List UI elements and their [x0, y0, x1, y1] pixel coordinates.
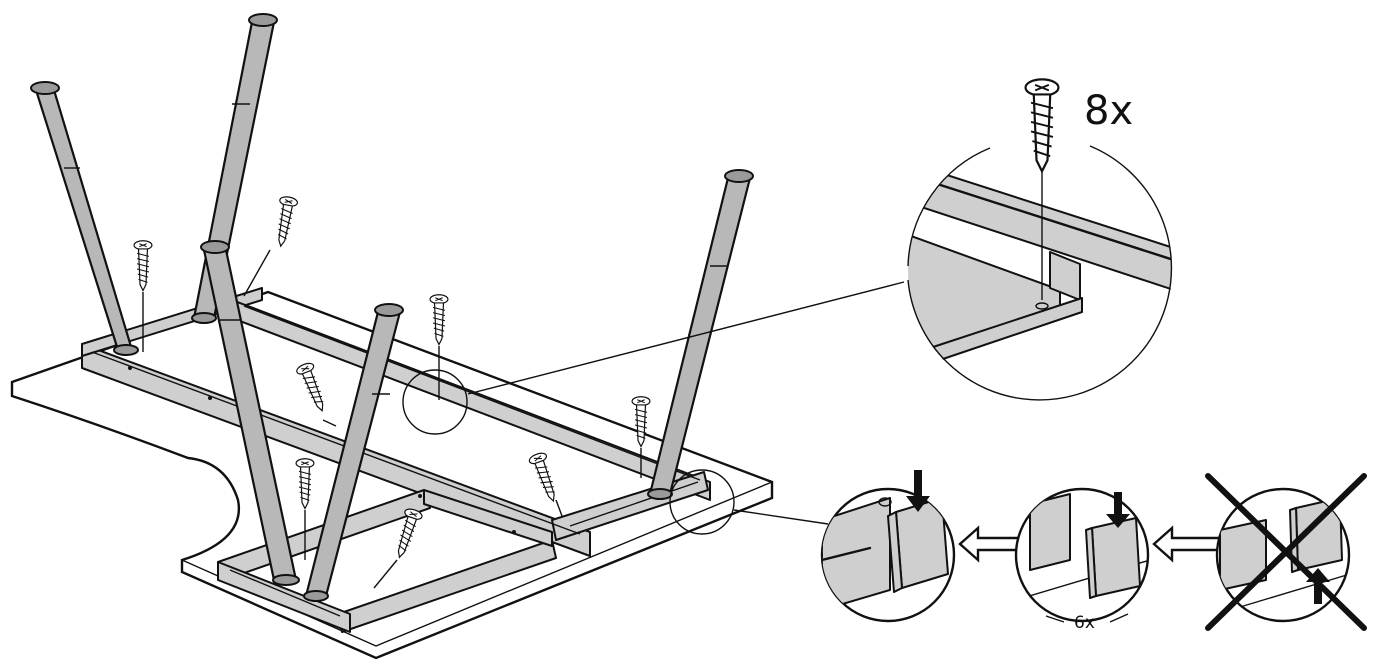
detail-cap-inserting: 6x [1014, 487, 1150, 633]
screws-main [133, 194, 651, 589]
leg-rear-mid [191, 13, 278, 324]
arrow-icon [1106, 492, 1130, 528]
callout-bracket [402, 369, 468, 435]
leader-line-bottom [733, 509, 829, 525]
screw-icon [133, 240, 153, 292]
arrow-icon [1152, 525, 1224, 563]
screw-icon [271, 194, 299, 249]
screw-quantity-label: 8x [1084, 88, 1133, 134]
screw-icon [429, 294, 449, 346]
leader-line-top [467, 281, 905, 395]
cap-quantity-label: 6x [1074, 613, 1095, 633]
leg-right [647, 169, 754, 500]
arrow-icon [906, 470, 930, 512]
detail-screw-bracket: 8x [907, 78, 1173, 402]
callout-end-cap [669, 469, 735, 535]
leg-rear-left [30, 81, 139, 356]
leg-front-center [303, 303, 404, 602]
leg-front-left [200, 240, 300, 586]
cross-out-icon [1205, 473, 1367, 631]
detail-cap-inserted [820, 470, 956, 623]
detail-wrong-orientation [1205, 473, 1367, 631]
